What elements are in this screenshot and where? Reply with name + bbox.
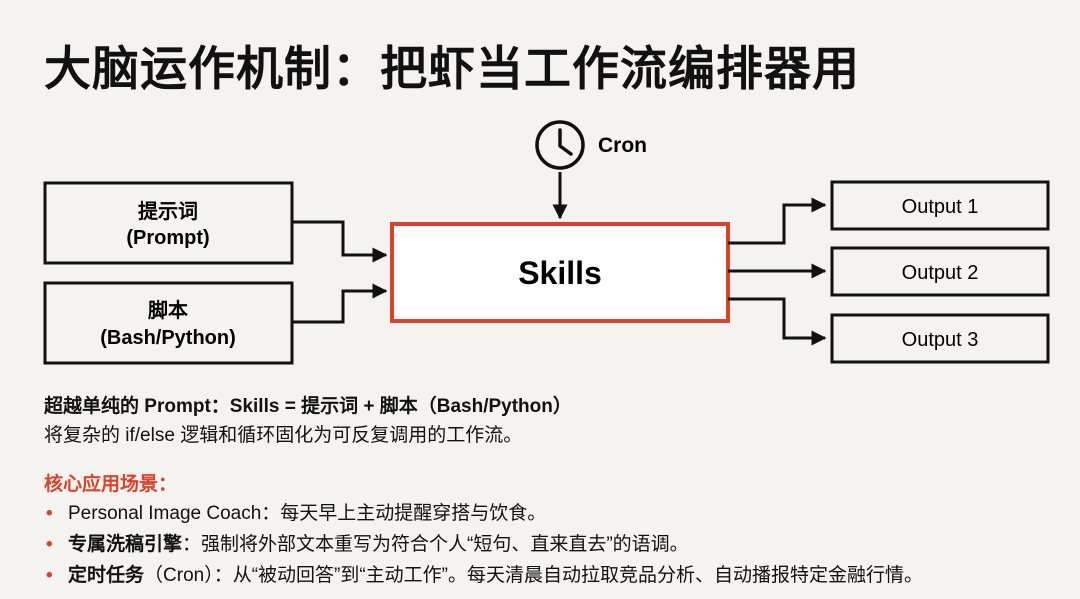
applications-list: • Personal Image Coach：每天早上主动提醒穿搭与饮食。 • 专属… [44, 498, 923, 591]
input-prompt-label: 提示词 [138, 199, 198, 223]
connector-script-to-skills [292, 283, 388, 324]
cron-label: Cron [598, 134, 647, 157]
page-title: 大脑运作机制：把虾当工作流编排器用 [44, 42, 860, 95]
description: 超越单纯的 Prompt：Skills = 提示词 + 脚本（Bash/Pyth… [44, 392, 572, 450]
output-2-label: Output 2 [902, 262, 979, 284]
output-1-label: Output 1 [902, 196, 979, 218]
output-box-3: Output 3 [830, 313, 1050, 364]
list-item-lead: 专属洗稿引擎 [68, 534, 183, 555]
skills-label: Skills [518, 255, 602, 291]
input-script-label: 脚本 [148, 299, 188, 322]
connector-skills-to-output-3 [728, 297, 827, 346]
bullet-icon: • [46, 534, 53, 555]
bullet-icon: • [46, 503, 53, 524]
list-item: • 专属洗稿引擎：强制将外部文本重写为符合个人“短句、直来直去”的语调。 [44, 529, 923, 560]
input-box-prompt: 提示词 (Prompt) [43, 181, 294, 265]
output-3-label: Output 3 [902, 329, 979, 351]
description-line-2: 将复杂的 if/else 逻辑和循环固化为可反复调用的工作流。 [44, 425, 523, 446]
input-box-script: 脚本 (Bash/Python) [43, 281, 294, 365]
list-item: • Personal Image Coach：每天早上主动提醒穿搭与饮食。 [44, 498, 923, 529]
description-line-1: 超越单纯的 Prompt：Skills = 提示词 + 脚本（Bash/Pyth… [44, 396, 572, 417]
list-item-text: ：强制将外部文本重写为符合个人“短句、直来直去”的语调。 [182, 534, 689, 555]
list-item: • 定时任务（Cron）：从“被动回答”到“主动工作”。每天清晨自动拉取竞品分析、… [44, 560, 923, 591]
output-box-2: Output 2 [830, 246, 1050, 297]
connector-skills-to-output-1 [728, 197, 827, 245]
clock-icon [535, 120, 585, 170]
list-item-lead: 定时任务 [68, 565, 145, 586]
input-prompt-sublabel: (Prompt) [126, 227, 209, 249]
bullet-icon: • [46, 565, 53, 586]
list-item-text: Personal Image Coach：每天早上主动提醒穿搭与饮食。 [68, 503, 547, 524]
output-box-1: Output 1 [830, 180, 1050, 231]
list-item-text: （Cron）：从“被动回答”到“主动工作”。每天清晨自动拉取竞品分析、自动播报特… [144, 565, 924, 586]
connector-prompt-to-skills [292, 220, 388, 263]
input-script-sublabel: (Bash/Python) [100, 327, 236, 349]
skills-box: Skills [390, 222, 730, 323]
applications-title: 核心应用场景： [44, 474, 178, 495]
